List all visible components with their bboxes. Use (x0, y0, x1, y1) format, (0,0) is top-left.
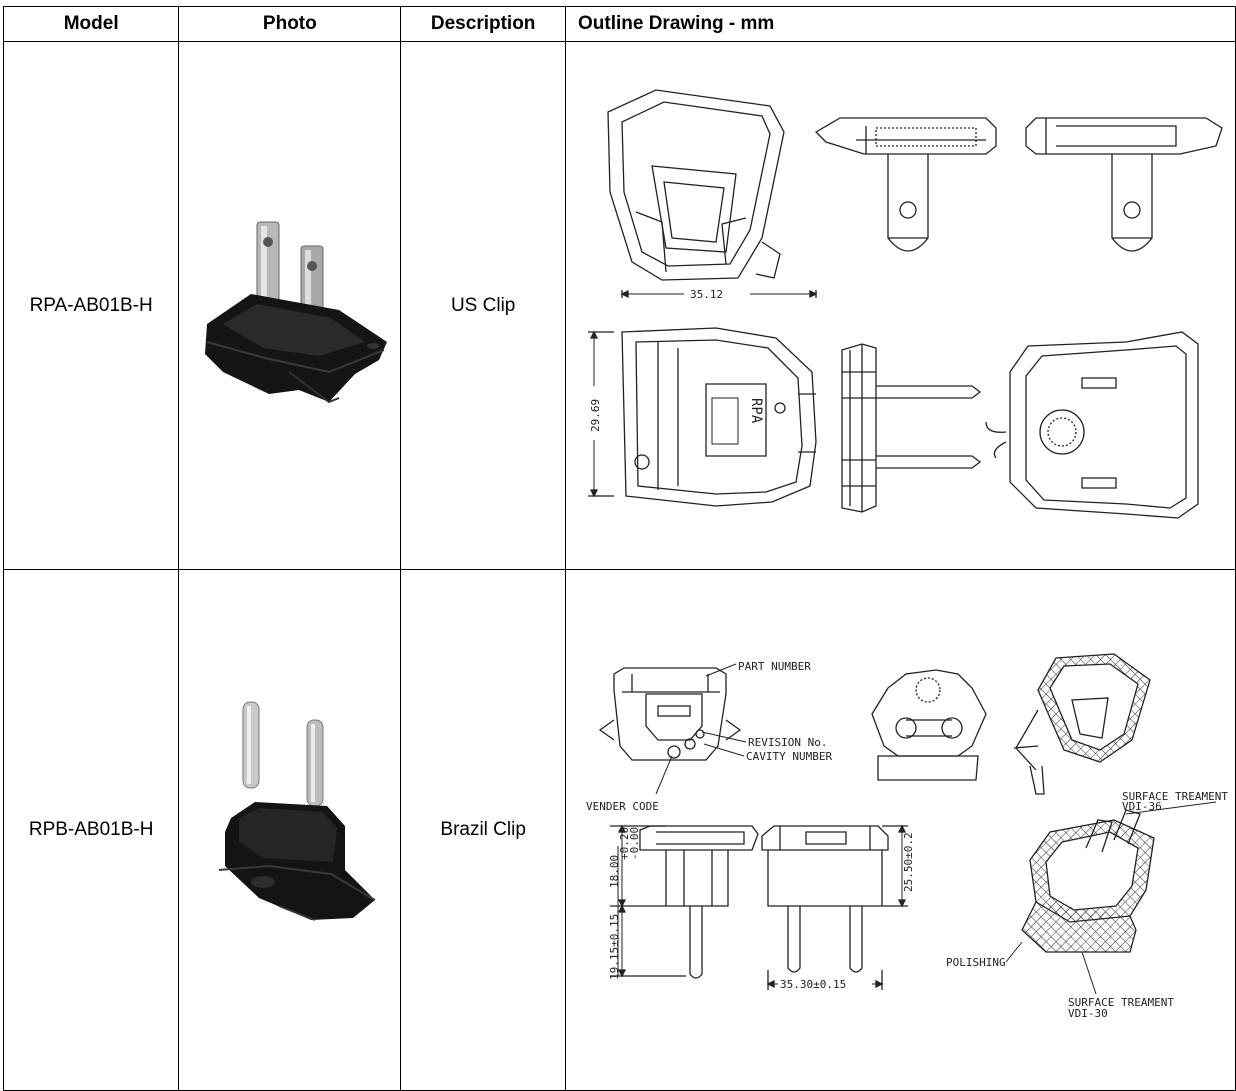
polishing-label: POLISHING (946, 956, 1006, 969)
dim-3530-label: 35.30±0.15 (780, 978, 846, 991)
front-profile-view (841, 343, 982, 513)
surface-top-label: SURFACE TREAMENT (1122, 790, 1228, 803)
dim-1915-label: 19.15±0.15 (608, 914, 621, 980)
side-view-left (814, 117, 997, 252)
dim-18-tol-down: -0.00 (628, 827, 641, 860)
face-view (985, 331, 1199, 519)
header-photo: Photo (178, 6, 402, 42)
model-cell: RPA-AB01B-H (2, 41, 180, 570)
iso-hatched-view-bottom (1021, 809, 1155, 953)
dim-width-label: 35.12 (690, 288, 723, 301)
photo-cell (178, 569, 402, 1091)
description-cell: Brazil Clip (400, 569, 566, 1091)
drawing-cell: PART NUMBER REVISION No. CAVITY NUMBER V… (564, 569, 1236, 1091)
side-view-right (1025, 117, 1223, 252)
dim-18-tol-up: +0.20 (618, 827, 631, 860)
adapter-table: Model Photo Description Outline Drawing … (2, 6, 1236, 1091)
table-row: RPB-AB01B-H Brazil Clip (2, 569, 1236, 1091)
dim-2550-label: 25.50±0.2 (902, 832, 915, 892)
side-view: 18.00 +0.20 -0.00 19.15±0.15 (608, 824, 759, 980)
header-model: Model (2, 6, 180, 42)
part-number-label: PART NUMBER (738, 660, 811, 673)
iso-view (607, 89, 785, 281)
vender-code-label: VENDER CODE (586, 800, 659, 813)
front-view: 25.50±0.2 35.30±0.15 (761, 824, 915, 991)
photo-cell (178, 41, 402, 570)
brazil-plug-photo-icon (219, 701, 376, 921)
surface-bottom-code: VDI-30 (1068, 1007, 1108, 1020)
us-clip-outline-drawing: 35.12 29.69 RPA (587, 89, 1223, 519)
brazil-clip-outline-drawing: PART NUMBER REVISION No. CAVITY NUMBER V… (586, 653, 1228, 1020)
surface-top-code: VDI-36 (1122, 800, 1162, 813)
revision-label: REVISION No. (748, 736, 827, 749)
table-row: RPA-AB01B-H US Clip (2, 41, 1236, 570)
header-row: Model Photo Description Outline Drawing … (2, 6, 1236, 42)
bottom-view: 35.12 29.69 RPA (587, 288, 818, 507)
dim-height-label: 29.69 (589, 399, 602, 432)
surface-bottom-label: SURFACE TREAMENT (1068, 996, 1174, 1009)
description-cell: US Clip (400, 41, 566, 570)
rpa-mark: RPA (748, 398, 764, 424)
face-view (871, 669, 987, 781)
us-plug-photo-icon (205, 221, 388, 404)
header-description: Description (400, 6, 566, 42)
model-cell: RPB-AB01B-H (2, 569, 180, 1091)
drawing-cell: 35.12 29.69 RPA (564, 41, 1236, 570)
dim-18-label: 18.00 (608, 855, 621, 888)
cavity-label: CAVITY NUMBER (746, 750, 832, 763)
callout-view (598, 667, 742, 761)
iso-hatched-view-top (1013, 653, 1151, 795)
header-outline-drawing: Outline Drawing - mm (564, 6, 1236, 42)
